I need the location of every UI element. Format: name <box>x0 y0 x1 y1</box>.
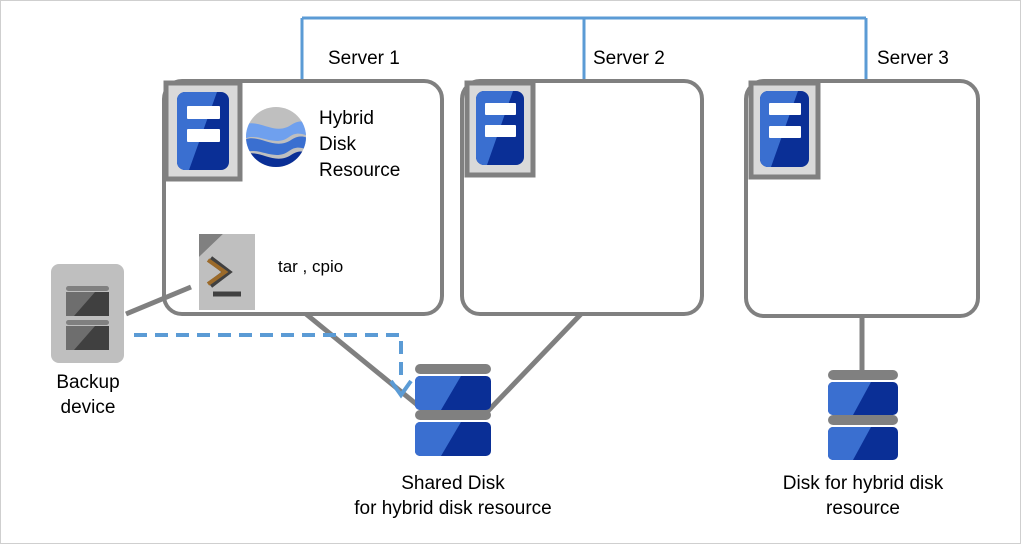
backup-flow-arrow <box>134 333 413 399</box>
server-label-2: Server 2 <box>593 48 665 69</box>
server-icon <box>464 80 536 178</box>
shared-disk-label: Shared Disk for hybrid disk resource <box>354 473 552 519</box>
disk-icon <box>415 364 491 456</box>
server-box-2[interactable] <box>460 79 704 316</box>
hybrid-disk-resource-label: Hybrid Disk Resource <box>319 108 401 181</box>
server-box-3[interactable] <box>744 79 980 318</box>
server-icon <box>748 80 821 180</box>
connector-lines <box>125 284 865 414</box>
tar-cpio-label: tar , cpio <box>278 257 344 276</box>
hybrid-disk-label: Disk for hybrid disk resource <box>782 473 944 519</box>
globe-icon <box>246 107 306 167</box>
disk-icon <box>828 370 898 460</box>
server-icon <box>163 80 243 182</box>
backup-device-icon <box>51 264 124 363</box>
server-label-3: Server 3 <box>877 48 949 69</box>
script-icon <box>199 234 255 310</box>
backup-device-label: Backup device <box>56 372 120 418</box>
server-label-1: Server 1 <box>328 48 400 69</box>
